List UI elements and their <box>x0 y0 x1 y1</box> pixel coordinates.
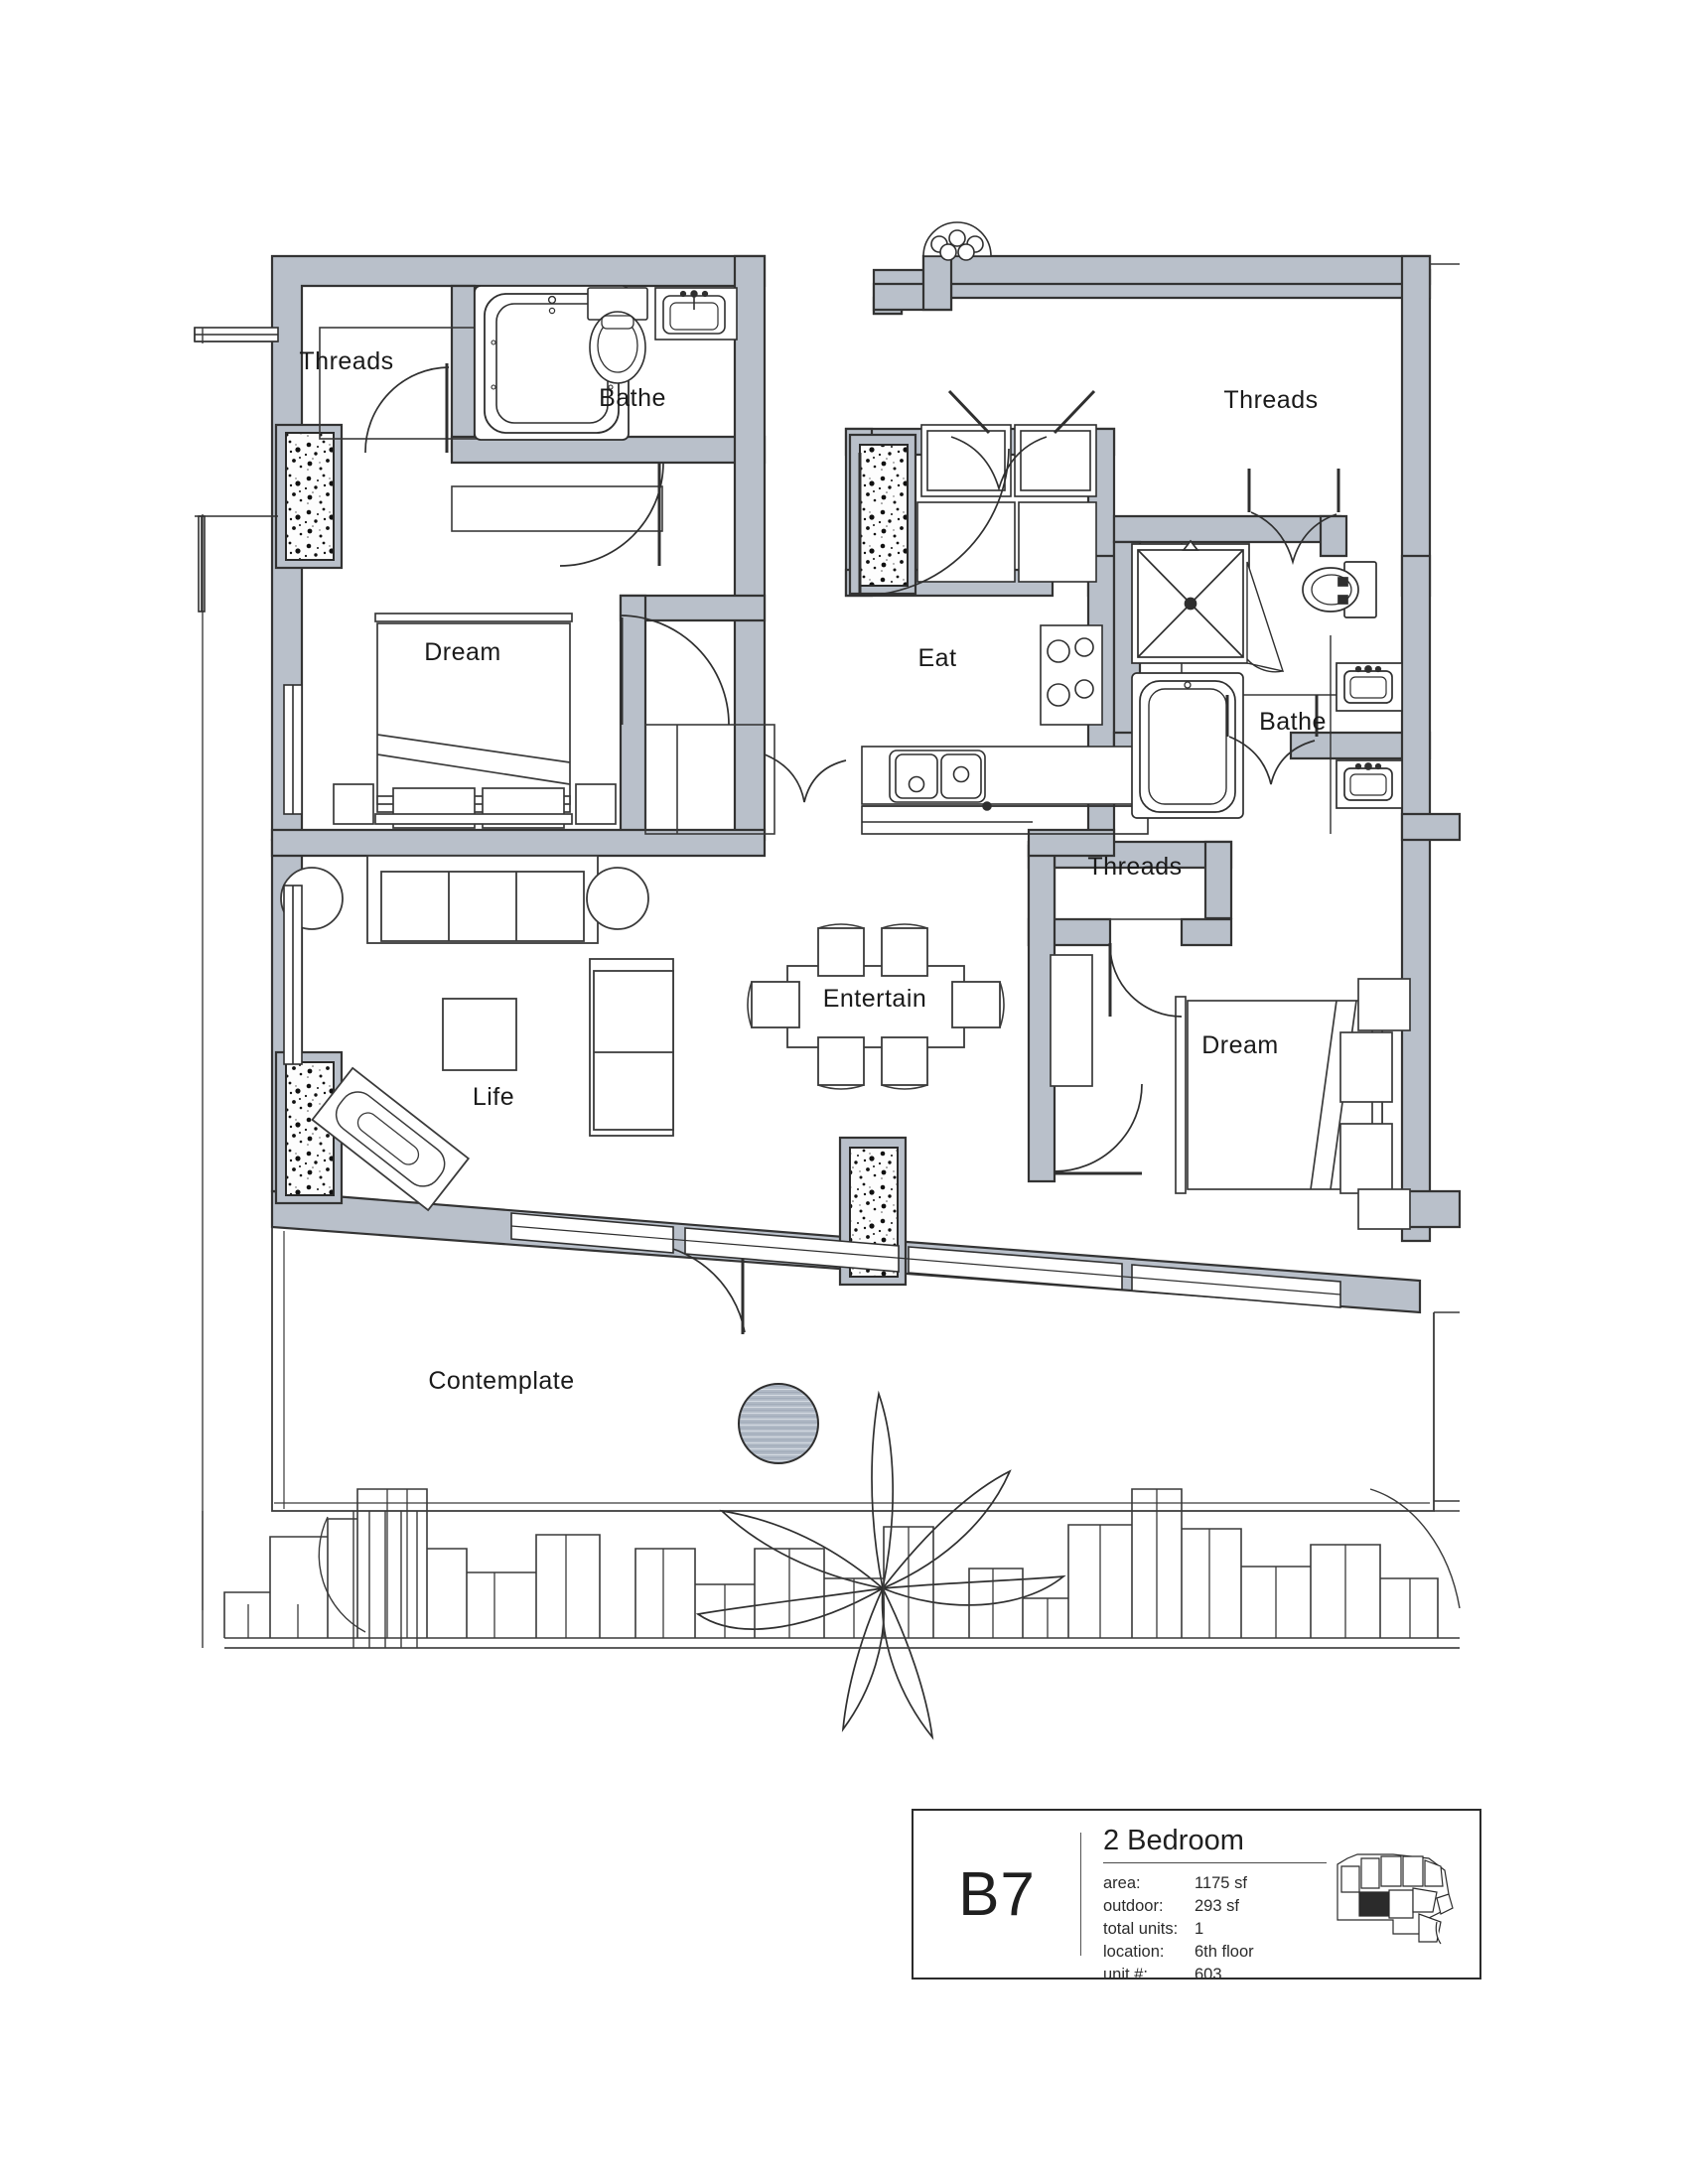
nightstand-bottom <box>1357 1188 1411 1230</box>
spec-value: 1 <box>1195 1920 1204 1938</box>
dining-table <box>786 965 965 1048</box>
side-table-right <box>586 867 649 930</box>
title-rule <box>1103 1862 1327 1863</box>
bathroom-nw-fixtures <box>474 285 738 441</box>
spec-value: 6th floor <box>1195 1943 1254 1961</box>
key-plan <box>1333 1825 1464 1968</box>
title-block: B7 2 Bedroom area: 1175 sf outdoor: 293 … <box>912 1809 1481 1983</box>
nightstand-right <box>575 783 617 825</box>
dining-set <box>747 923 1005 1090</box>
balcony-railing <box>510 1212 1341 1308</box>
dining-chair <box>881 1036 928 1090</box>
nightstand-top <box>1357 978 1411 1031</box>
dining-chair <box>817 923 865 977</box>
title-block-divider <box>1080 1833 1081 1956</box>
living-room-furniture <box>280 855 674 1212</box>
spec-key: outdoor: <box>1103 1897 1164 1915</box>
dining-chair <box>881 923 928 977</box>
balcony-table <box>738 1383 819 1464</box>
balcony-slab <box>271 1227 1435 1512</box>
bathtub-icon-ne <box>1131 672 1244 819</box>
plant-decoration <box>695 1390 1066 1740</box>
spec-row-outdoor: outdoor: 293 sf <box>1103 1895 1333 1918</box>
room-labels: Threads Bathe Dream Threads Eat Bathe Th… <box>299 347 1327 1395</box>
room-label-bathe-nw: Bathe <box>599 384 666 412</box>
terrazzo-column-nw <box>274 423 344 570</box>
key-plan-diagram <box>1336 1853 1454 1945</box>
sofa-icon <box>366 855 599 944</box>
room-label-threads-ne: Threads <box>1223 386 1318 414</box>
room-label-eat: Eat <box>917 644 956 672</box>
spec-key: unit #: <box>1103 1966 1148 1983</box>
pillow <box>1339 1123 1393 1194</box>
lounge-chair-icon <box>311 1066 471 1212</box>
spec-row-location: location: 6th floor <box>1103 1941 1333 1964</box>
spec-row-unit-number: unit #: 603 <box>1103 1964 1333 1986</box>
dining-chair <box>817 1036 865 1090</box>
exterior-lines <box>195 256 1460 1649</box>
coffee-table <box>442 998 517 1071</box>
spec-value: 603 <box>1195 1966 1222 1983</box>
room-label-bathe-ne: Bathe <box>1259 708 1327 736</box>
sink-icon-ne-upper <box>1336 662 1403 712</box>
sink-icon-nw <box>654 287 738 341</box>
bed-nw <box>333 613 617 829</box>
sink-icon-ne-lower <box>1336 759 1403 809</box>
room-label-dream-nw: Dream <box>424 638 501 666</box>
unit-type: 2 Bedroom <box>1103 1825 1244 1856</box>
spec-row-area: area: 1175 sf <box>1103 1872 1333 1895</box>
armchair-icon <box>589 958 674 1137</box>
dresser <box>1050 954 1093 1087</box>
spec-key: total units: <box>1103 1920 1179 1938</box>
kitchen <box>861 424 1149 835</box>
toilet-icon <box>587 287 648 384</box>
spec-key: area: <box>1103 1874 1141 1892</box>
dining-chair <box>747 981 800 1028</box>
room-label-threads-mid: Threads <box>1087 853 1182 881</box>
room-label-threads-nw: Threads <box>299 347 393 375</box>
spec-row-total-units: total units: 1 <box>1103 1918 1333 1941</box>
pillow <box>1339 1031 1393 1103</box>
room-label-life: Life <box>473 1083 514 1111</box>
entry-round-fixture <box>922 221 992 261</box>
bed-se <box>1050 954 1411 1230</box>
windows <box>194 327 303 1610</box>
kitchen-sink-icon <box>889 750 992 811</box>
dining-chair <box>951 981 1005 1028</box>
room-label-contemplate: Contemplate <box>428 1367 574 1395</box>
bathroom-ne-fixtures <box>1131 539 1403 834</box>
spec-key: location: <box>1103 1943 1165 1961</box>
spec-value: 293 sf <box>1195 1897 1239 1915</box>
cooktop-icon <box>1040 624 1103 726</box>
nightstand-left <box>333 783 374 825</box>
skyline-silhouette <box>223 1488 1461 1649</box>
room-label-entertain: Entertain <box>823 985 927 1013</box>
toilet-icon-ne <box>1302 561 1377 618</box>
door-swings <box>364 363 1340 1334</box>
room-label-dream-se: Dream <box>1201 1031 1279 1059</box>
spec-value: 1175 sf <box>1195 1874 1247 1892</box>
shower-icon <box>1131 539 1285 672</box>
unit-code: B7 <box>958 1859 1036 1929</box>
